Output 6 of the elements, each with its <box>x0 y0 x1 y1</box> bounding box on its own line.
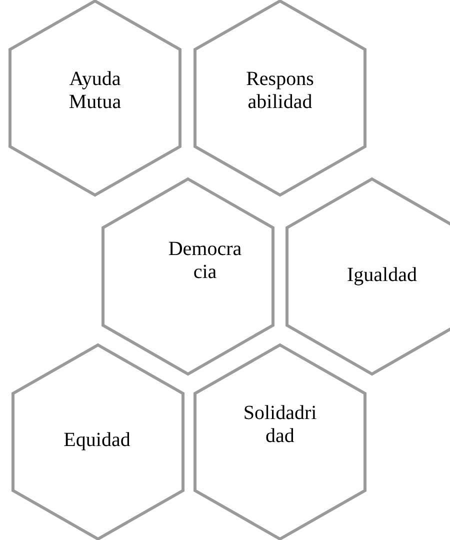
hexagon-label: Solidadri dad <box>242 402 318 448</box>
hexagon-label: Equidad <box>62 428 132 452</box>
hexagon-label: Ayuda Mutua <box>68 68 122 114</box>
hexagon-label: Respons abilidad <box>245 68 315 114</box>
hexagon-label: Igualdad <box>346 264 418 286</box>
hexagon-label: Democra cia <box>167 238 243 284</box>
